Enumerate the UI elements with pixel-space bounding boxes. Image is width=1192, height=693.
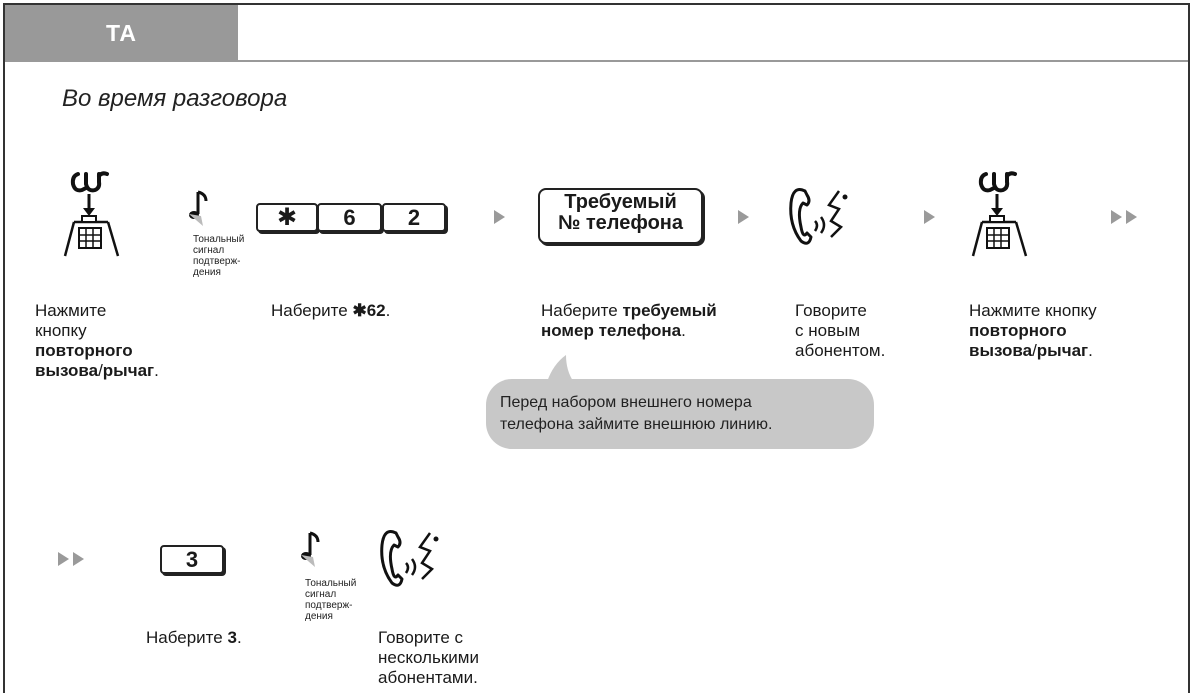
confirmation-tone-icon (189, 190, 208, 226)
continue-arrow-icon (58, 552, 69, 566)
note-bubble-tail (546, 355, 576, 385)
talk-icon (380, 530, 439, 587)
note-bubble (486, 379, 874, 449)
section-heading: Во время разговора (62, 85, 288, 112)
confirmation-tone-icon (301, 531, 320, 567)
step-caption-talk: Говорите с новым абонентом. (795, 301, 886, 360)
next-arrow-icon (738, 210, 749, 224)
key-star: ✱ (256, 203, 318, 232)
next-arrow-icon (924, 210, 935, 224)
key-6: 6 (317, 203, 382, 232)
flash-hook-icon (971, 171, 1028, 257)
page-frame (3, 3, 1190, 693)
continue-arrow-icon (1111, 210, 1122, 224)
flash-hook-icon (63, 171, 120, 257)
step-caption-dial3: Наберите 3. (146, 628, 242, 647)
step-caption-dial-number: Наберите требуемый номер телефона. (541, 301, 717, 340)
continue-arrow-icon (1126, 210, 1137, 224)
step-caption-talk-2: Говорите с несколькими абонентами. (378, 628, 479, 687)
talk-icon (789, 188, 848, 245)
next-arrow-icon (494, 210, 505, 224)
tab-rule (238, 60, 1188, 62)
step-caption-flash: Нажмите кнопку повторного вызова/рычаг. (35, 301, 159, 380)
key-3: 3 (160, 545, 224, 574)
key-2: 2 (382, 203, 446, 232)
note-text: Перед набором внешнего номера телефона з… (500, 394, 773, 433)
mode-tab: TA (5, 5, 238, 62)
continue-arrow-icon (73, 552, 84, 566)
step-caption-flash-2: Нажмите кнопку повторного вызова/рычаг. (969, 301, 1097, 360)
step-caption-dial62: Наберите ✱62. (271, 301, 391, 320)
